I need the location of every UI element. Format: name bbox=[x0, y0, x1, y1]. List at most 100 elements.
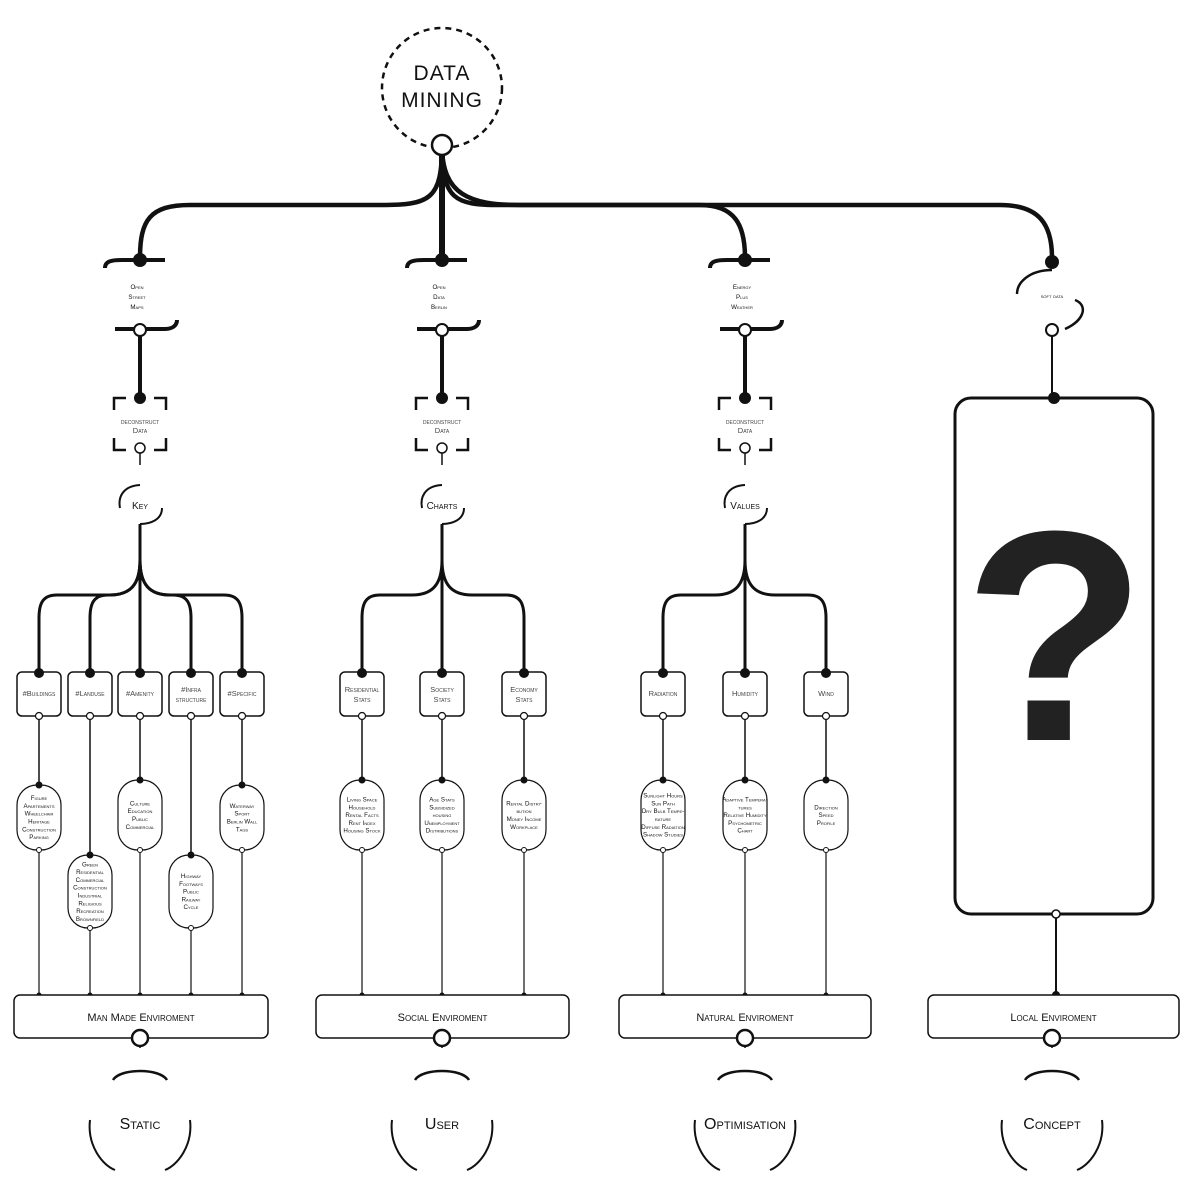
category-label: Wind bbox=[818, 689, 834, 698]
detail-output-ring bbox=[521, 847, 527, 853]
source-label-line: Street bbox=[128, 294, 146, 301]
category-label: Stats bbox=[515, 695, 533, 704]
detail-input-dot bbox=[520, 776, 528, 784]
detail-input-dot bbox=[358, 776, 366, 784]
detail-text: Adaptive Tempera- bbox=[722, 797, 768, 804]
detail-text: Residential bbox=[76, 869, 105, 876]
category-input-dot bbox=[237, 668, 247, 678]
environment-output-ring bbox=[735, 1028, 755, 1048]
category-branch-line bbox=[138, 559, 244, 672]
detail-input-dot bbox=[741, 776, 749, 784]
detail-text: Public bbox=[132, 816, 148, 823]
bottom-right-bracket bbox=[769, 1119, 797, 1171]
question-mark: ? bbox=[963, 468, 1146, 804]
source-label-line: Open bbox=[432, 284, 445, 291]
category-output-ring bbox=[186, 711, 196, 721]
bottom-right-bracket bbox=[1076, 1119, 1104, 1171]
deconstruct-input-dot bbox=[436, 392, 448, 404]
detail-text: Psychometric bbox=[728, 820, 762, 827]
detail-text: Apartements bbox=[23, 803, 54, 810]
category-output-ring bbox=[658, 711, 668, 721]
deconstruct-bracket bbox=[414, 396, 470, 452]
detail-output-ring bbox=[439, 847, 445, 853]
detail-output-ring bbox=[36, 847, 42, 853]
detail-text: Waterway bbox=[230, 803, 255, 810]
detail-text: Rental Facts bbox=[345, 812, 379, 819]
category-label: #Buildings bbox=[23, 689, 56, 698]
environment-output-ring bbox=[432, 1028, 452, 1048]
category-input-dot bbox=[658, 668, 668, 678]
detail-input-dot bbox=[659, 776, 667, 784]
deconstruct-input-dot bbox=[134, 392, 146, 404]
detail-text: Sunlight Hours bbox=[643, 793, 683, 800]
detail-text: Industrial bbox=[78, 893, 103, 900]
detail-output-ring bbox=[823, 847, 829, 853]
detail-text: Construction bbox=[73, 885, 107, 892]
detail-text: Living Space bbox=[347, 797, 378, 804]
category-input-dot bbox=[821, 668, 831, 678]
category-label: Economy bbox=[510, 685, 538, 694]
category-branch-line bbox=[661, 559, 747, 672]
deconstruct-bracket bbox=[717, 396, 773, 452]
output-left-hook bbox=[118, 484, 141, 509]
category-label: Society bbox=[430, 685, 454, 694]
bottom-left-bracket bbox=[88, 1119, 116, 1171]
detail-text: bution bbox=[516, 808, 531, 815]
category-input-dot bbox=[186, 668, 196, 678]
environment-label: Social Enviroment bbox=[398, 1012, 488, 1024]
detail-text: Construction bbox=[22, 826, 56, 833]
output-label: Key bbox=[132, 501, 148, 512]
detail-text: rature bbox=[655, 816, 671, 823]
detail-input-dot bbox=[238, 781, 246, 789]
category-label: Humidity bbox=[732, 689, 759, 698]
source-input-dot bbox=[435, 253, 449, 267]
source-top-hook bbox=[103, 258, 165, 269]
detail-text: Diffuse Radiation bbox=[641, 824, 685, 831]
source-label-line: Data bbox=[433, 294, 445, 301]
detail-text: Highway bbox=[181, 873, 202, 880]
bottom-label: Optimisation bbox=[704, 1116, 786, 1133]
source-output-ring bbox=[435, 323, 449, 337]
soft-data-input-dot bbox=[1045, 255, 1059, 269]
detail-text: Money Income bbox=[507, 816, 542, 823]
data-mining-node bbox=[380, 26, 504, 150]
bottom-top-hook bbox=[111, 1069, 169, 1081]
detail-output-ring bbox=[188, 925, 194, 931]
output-right-hook bbox=[139, 507, 163, 525]
category-output-ring bbox=[519, 711, 529, 721]
detail-text: Age Stats bbox=[429, 797, 455, 804]
detail-text: Rent Index bbox=[348, 820, 375, 827]
source-label-line: Plus bbox=[736, 294, 748, 301]
category-branch-line bbox=[743, 559, 828, 672]
output-label: Charts bbox=[427, 501, 458, 512]
source-bottom-hook bbox=[417, 319, 481, 331]
detail-input-dot bbox=[35, 781, 43, 789]
detail-text: Culture bbox=[130, 800, 151, 807]
detail-input-dot bbox=[136, 776, 144, 784]
source-label-line: Open bbox=[130, 284, 143, 291]
detail-input-dot bbox=[86, 851, 94, 859]
bottom-right-bracket bbox=[164, 1119, 192, 1171]
source-label-line: Maps bbox=[130, 304, 143, 311]
detail-text: housing bbox=[433, 812, 452, 819]
category-box bbox=[501, 671, 547, 717]
category-label: Stats bbox=[353, 695, 371, 704]
source-top-hook bbox=[708, 258, 770, 269]
source-bottom-hook bbox=[720, 319, 784, 331]
category-input-dot bbox=[519, 668, 529, 678]
detail-input-dot bbox=[187, 851, 195, 859]
category-label: Radiation bbox=[649, 689, 678, 698]
deconstruct-sub-label: Data bbox=[133, 426, 148, 435]
detail-text: Education bbox=[128, 808, 153, 815]
detail-text: Footways bbox=[179, 881, 203, 888]
detail-text: Speed bbox=[818, 812, 833, 819]
detail-text: Brownfield bbox=[76, 916, 104, 923]
detail-text: Sun Path bbox=[651, 800, 675, 807]
detail-text: Chart bbox=[737, 828, 753, 835]
detail-text: Workplace bbox=[510, 824, 538, 831]
bottom-right-bracket bbox=[466, 1119, 494, 1171]
environment-label: Man Made Enviroment bbox=[87, 1012, 194, 1024]
deconstruct-label: deconstruct bbox=[121, 417, 159, 426]
category-output-ring bbox=[237, 711, 247, 721]
category-output-ring bbox=[85, 711, 95, 721]
